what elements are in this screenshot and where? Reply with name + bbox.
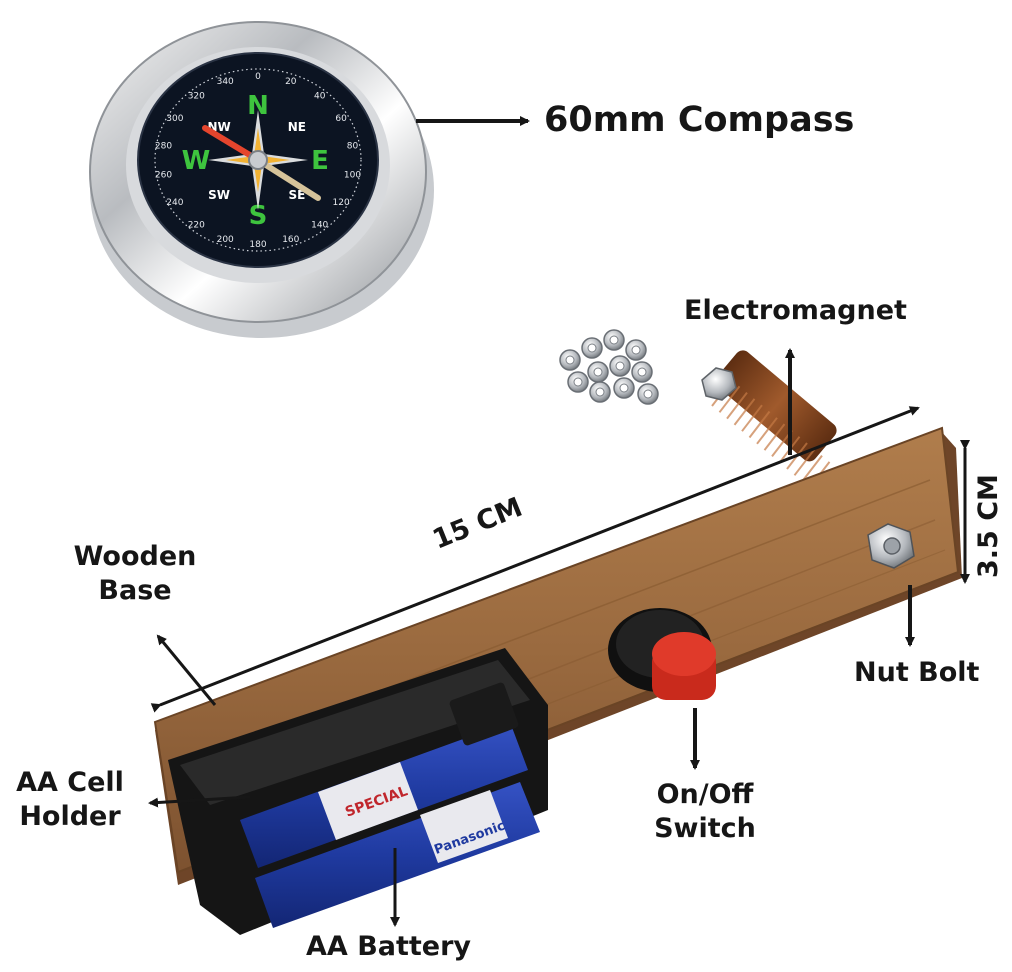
compass-label: 60mm Compass bbox=[544, 100, 855, 140]
aa-battery-top: SPECIAL bbox=[240, 722, 528, 868]
compass-degree-label: 140 bbox=[311, 220, 328, 230]
compass-pivot bbox=[248, 150, 268, 170]
compass-degree-label: 240 bbox=[166, 198, 183, 208]
nut-bolt-thread bbox=[883, 537, 901, 555]
compass-cardinal-label: W bbox=[182, 146, 211, 176]
wooden-base-arrow bbox=[156, 634, 217, 706]
battery-label: AA Battery bbox=[306, 931, 472, 962]
switch-label-line1: On/Off bbox=[656, 779, 754, 810]
compass-degree-label: 340 bbox=[217, 77, 234, 87]
compass: 0 20 40 60 80 100 120 140 160 180 200 220 240 260 280 3… bbox=[89, 21, 434, 338]
compass-degree-label: 320 bbox=[188, 92, 205, 102]
loose-nut-hole bbox=[573, 377, 583, 387]
nut-bolt-label: Nut Bolt bbox=[854, 657, 980, 688]
cell-holder-label-line2: Holder bbox=[19, 801, 121, 832]
loose-nuts bbox=[559, 329, 659, 405]
cell-holder-label-line1: AA Cell bbox=[16, 767, 124, 798]
compass-tick-ring bbox=[154, 68, 362, 252]
compass-degree-label: 160 bbox=[282, 235, 299, 245]
compass-degree-label: 100 bbox=[344, 171, 361, 181]
loose-nut-hole bbox=[637, 367, 647, 377]
compass-needle-south bbox=[255, 157, 321, 201]
compass-degree-labels: 0 20 40 60 80 100 120 140 160 180 200 220 240 260 280 3… bbox=[155, 72, 361, 250]
compass-cardinal-label: S bbox=[249, 201, 268, 231]
loose-nut-hole bbox=[609, 335, 619, 345]
wooden-base-label-line1: Wooden bbox=[73, 541, 197, 572]
compass-degree-label: 20 bbox=[285, 77, 297, 87]
compass-degree-label: 200 bbox=[217, 235, 234, 245]
switch-button-top bbox=[652, 632, 716, 676]
loose-nut-hole bbox=[643, 389, 653, 399]
compass-cardinal-label: N bbox=[247, 91, 269, 121]
compass-degree-label: 260 bbox=[155, 171, 172, 181]
compass-needle-north bbox=[202, 125, 261, 163]
compass-degree-label: 280 bbox=[155, 141, 172, 151]
compass-intercardinal-label: SE bbox=[288, 188, 305, 202]
loose-nut-hole bbox=[615, 361, 625, 371]
loose-nut-hole bbox=[619, 383, 629, 393]
wooden-base-label: Wooden Base bbox=[60, 540, 210, 608]
cell-holder-label: AA Cell Holder bbox=[0, 766, 140, 834]
electromagnet-bolt-head bbox=[701, 367, 737, 401]
wooden-base-label-line2: Base bbox=[98, 575, 172, 606]
compass-degree-label: 220 bbox=[188, 220, 205, 230]
compass-degree-label: 0 bbox=[255, 72, 261, 82]
loose-nut-hole bbox=[565, 355, 575, 365]
compass-intercardinal-label: SW bbox=[208, 188, 230, 202]
switch-label: On/Off Switch bbox=[630, 778, 780, 846]
compass-intercardinal-label: NE bbox=[288, 120, 306, 134]
compass-degree-label: 40 bbox=[314, 92, 326, 102]
loose-nut-hole bbox=[595, 387, 605, 397]
compass-degree-label: 80 bbox=[347, 141, 359, 151]
switch-label-line2: Switch bbox=[654, 813, 756, 844]
electromagnet-label: Electromagnet bbox=[684, 295, 907, 326]
compass-degree-label: 180 bbox=[249, 240, 266, 250]
cell-holder-arrow bbox=[148, 795, 251, 808]
loose-nut-hole bbox=[631, 345, 641, 355]
compass-degree-label: 300 bbox=[166, 114, 183, 124]
loose-nut-hole bbox=[587, 343, 597, 353]
width-label: 3.5 CM bbox=[973, 474, 1004, 578]
loose-nut-hole bbox=[593, 367, 603, 377]
length-dimension-arrow bbox=[150, 406, 920, 713]
compass-degree-label: 60 bbox=[335, 114, 347, 124]
compass-degree-label: 120 bbox=[333, 198, 350, 208]
compass-cardinal-label: E bbox=[311, 146, 329, 176]
